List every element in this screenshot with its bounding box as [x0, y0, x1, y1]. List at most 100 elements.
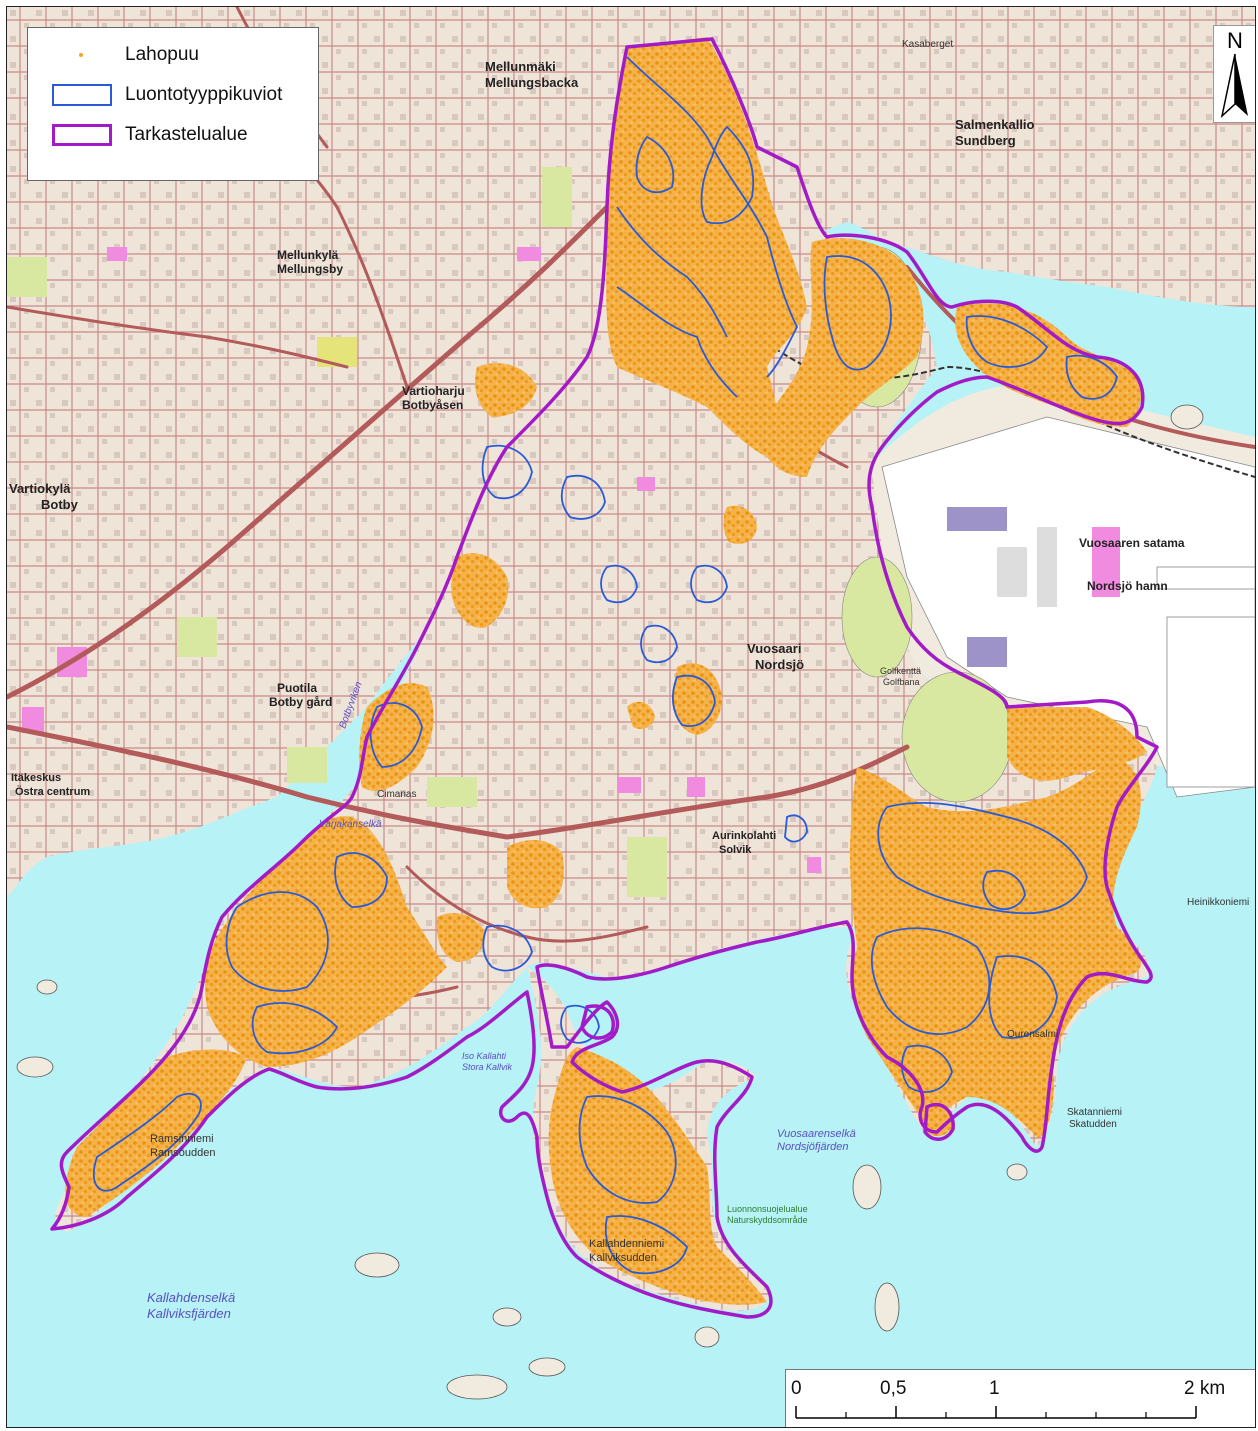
study-area-outline	[923, 1102, 955, 1141]
park-area	[841, 556, 913, 678]
water-label: Varjakanselkä	[319, 819, 382, 830]
island	[1006, 1163, 1028, 1181]
place-label: Ourensalmi	[1007, 1029, 1058, 1040]
water-label: Nordsjöfjärden	[777, 1141, 849, 1153]
water-label: Stora Kallvik	[462, 1062, 513, 1072]
building	[517, 247, 541, 261]
study-area-outline	[50, 37, 1159, 1319]
island	[1170, 404, 1204, 430]
park-area	[7, 257, 47, 297]
legend-item-habitat: Luontotyyppikuviot	[28, 80, 318, 110]
scale-bar-ruler	[795, 1406, 1197, 1419]
place-label: Mellunkylä	[277, 248, 339, 262]
building	[967, 637, 1007, 667]
map-canvas[interactable]: Mellunmäki Mellungsbacka Salmenkallio Su…	[7, 7, 1255, 1427]
place-labels: Mellunmäki Mellungsbacka Salmenkallio Su…	[9, 39, 1249, 1264]
place-label: Mellunmäki	[485, 59, 556, 74]
place-label: Vartioharju	[402, 384, 465, 398]
place-label: Aurinkolahti	[712, 830, 776, 842]
place-label: Itäkeskus	[11, 772, 61, 784]
place-label: Skatanniemi	[1067, 1107, 1122, 1118]
water-label: Kallahdenselkä	[147, 1290, 235, 1305]
north-arrow: N	[1213, 25, 1255, 123]
building	[947, 507, 1007, 531]
place-label: Cimanas	[377, 789, 416, 800]
place-label: Kallahdenniemi	[589, 1238, 664, 1250]
building	[807, 857, 821, 873]
habitat-outlines	[92, 56, 1118, 1275]
place-label: Sundberg	[955, 133, 1016, 148]
park-area	[627, 837, 667, 897]
building	[617, 777, 641, 793]
building	[687, 777, 705, 797]
map-legend: Lahopuu Luontotyyppikuviot Tarkastelualu…	[27, 27, 319, 181]
building	[1092, 527, 1120, 597]
place-label: Naturskyddsområde	[727, 1215, 808, 1225]
island	[36, 979, 58, 995]
scale-label-half-km: 0,5	[880, 1378, 907, 1399]
place-label: Nordsjö hamn	[1087, 579, 1168, 593]
scale-label-2-km: 2 km	[1184, 1378, 1226, 1399]
scale-bar: 0 0,5 1 2 km	[785, 1369, 1255, 1427]
water-label: Kallviksfjärden	[147, 1306, 231, 1321]
place-label: Kasaberget	[902, 39, 953, 50]
place-label: Puotila	[277, 681, 317, 695]
island	[874, 1282, 900, 1332]
park-area	[427, 777, 477, 807]
legend-label: Tarkastelualue	[125, 124, 248, 145]
place-label: Kallviksudden	[589, 1252, 657, 1264]
place-label: Solvik	[719, 844, 752, 856]
park-area	[542, 167, 572, 227]
island	[354, 1252, 400, 1278]
island	[492, 1307, 522, 1327]
habitat-outline-swatch-icon	[52, 84, 112, 106]
place-label: Botby	[41, 497, 79, 512]
harbour-pier	[1166, 616, 1255, 788]
scale-label-0: 0	[791, 1378, 802, 1399]
place-label: Skatudden	[1069, 1119, 1117, 1130]
island	[16, 1056, 54, 1078]
harbour-pier	[1156, 566, 1255, 590]
place-label: Golfkenttä	[880, 666, 921, 676]
park-area	[177, 617, 217, 657]
place-label: Vartiokylä	[9, 481, 71, 496]
island	[528, 1357, 566, 1377]
place-label: Mellungsby	[277, 262, 343, 276]
land-north	[7, 7, 1255, 897]
water-labels: Kallahdenselkä Kallviksfjärden Vuosaaren…	[147, 680, 856, 1321]
building	[997, 547, 1027, 597]
scale-label-1-km: 1	[989, 1378, 1000, 1399]
building	[22, 707, 44, 733]
place-label: Luonnonsuojelualue	[727, 1204, 808, 1214]
building	[1037, 527, 1057, 607]
legend-item-deadwood: Lahopuu	[28, 40, 318, 70]
legend-item-study-area: Tarkastelualue	[28, 120, 318, 150]
building	[107, 247, 127, 261]
water-label: Vuosaarenselkä	[777, 1128, 856, 1140]
place-label: Östra centrum	[15, 785, 90, 798]
island	[694, 1326, 720, 1348]
place-label: Salmenkallio	[955, 117, 1035, 132]
place-label: Ramsinniemi	[150, 1133, 214, 1145]
north-arrow-icon	[1220, 53, 1248, 119]
park-area	[287, 747, 327, 783]
place-label: Vuosaaren satama	[1079, 536, 1185, 550]
place-label: Golfbana	[883, 677, 920, 687]
building	[637, 477, 655, 491]
place-label: Botby gård	[269, 695, 332, 709]
place-label: Nordsjö	[755, 657, 804, 672]
map-frame[interactable]: Mellunmäki Mellungsbacka Salmenkallio Su…	[6, 6, 1256, 1428]
study-area-outline	[580, 1004, 615, 1040]
study-area-outline-swatch-icon	[52, 124, 112, 146]
island	[446, 1374, 508, 1400]
place-label: Ramsöudden	[150, 1147, 215, 1159]
island	[852, 1164, 882, 1210]
legend-label: Lahopuu	[125, 44, 199, 65]
place-label: Botbyåsen	[402, 398, 463, 412]
place-label: Vuosaari	[747, 641, 801, 656]
water-label: Iso Kallahti	[462, 1051, 507, 1061]
place-label: Mellungsbacka	[485, 75, 579, 90]
north-letter: N	[1227, 28, 1243, 53]
place-label: Heinikkoniemi	[1187, 897, 1249, 908]
deadwood-dot-icon	[52, 44, 112, 66]
